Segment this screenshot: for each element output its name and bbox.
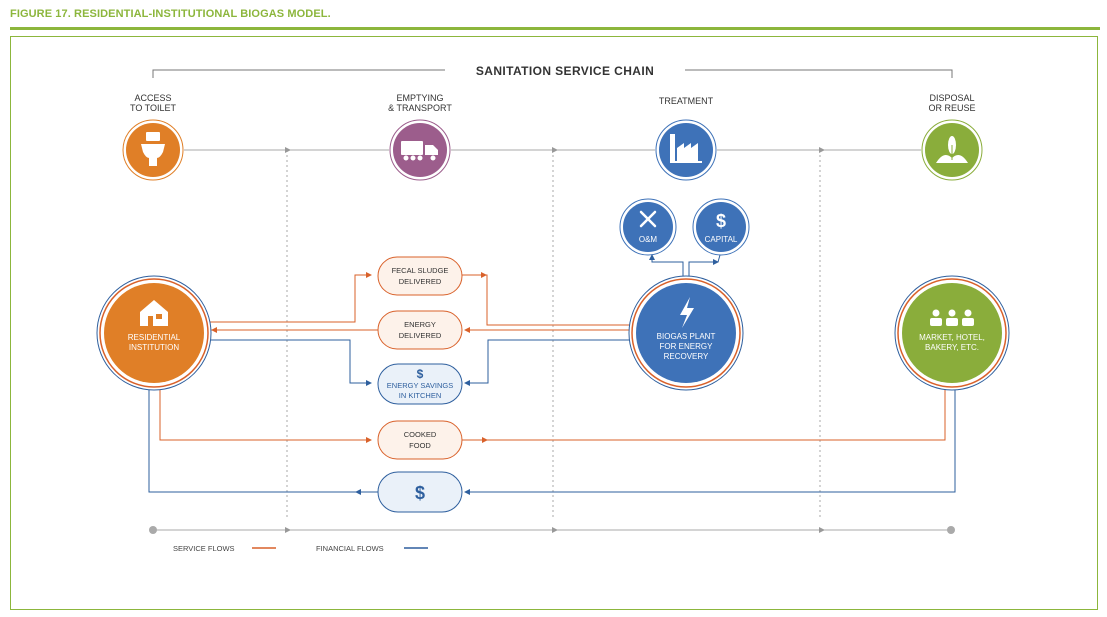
chain-bracket (152, 69, 953, 78)
toilet-icon (141, 132, 165, 166)
truck-icon (401, 141, 438, 161)
actor-market-hotel-bakery: MARKET, HOTEL, BAKERY, ETC. (894, 275, 1010, 391)
stage-label-treatment: TREATMENT (659, 96, 714, 106)
service-flow-lines (159, 272, 946, 443)
stage-dividers (286, 150, 821, 520)
legend-financial-label: FINANCIAL FLOWS (316, 544, 384, 553)
legend-service-label: SERVICE FLOWS (173, 544, 235, 553)
flow-pill-cooked-food: COOKED FOOD (377, 420, 463, 460)
factory-icon (670, 134, 702, 163)
energy-savings-line1: ENERGY SAVINGS (387, 381, 453, 390)
figure-title: FIGURE 17. RESIDENTIAL-INSTITUTIONAL BIO… (10, 8, 331, 20)
energy-savings-dollar: $ (417, 367, 424, 381)
cost-om: O&M (619, 198, 677, 256)
stage-label-disposal-1: DISPOSAL (929, 93, 974, 103)
flow-pill-energy-delivered: ENERGY DELIVERED (377, 310, 463, 350)
title-rule (10, 27, 1100, 30)
timeline-end-dot (947, 526, 955, 534)
lightning-icon (680, 297, 694, 328)
cost-capital-label: CAPITAL (705, 235, 738, 244)
dollar-icon: $ (716, 211, 726, 231)
market-line1: MARKET, HOTEL, (919, 333, 985, 342)
house-icon (140, 300, 168, 326)
fecal-sludge-line2: DELIVERED (399, 277, 442, 286)
plant-icon (936, 136, 968, 163)
actor-biogas-plant: BIOGAS PLANT FOR ENERGY RECOVERY (628, 275, 744, 391)
stage-disposal-reuse (921, 119, 983, 181)
biogas-line3: RECOVERY (664, 352, 709, 361)
cost-om-label: O&M (639, 235, 658, 244)
stage-label-access-2: TO TOILET (130, 103, 177, 113)
residential-line1: RESIDENTIAL (128, 333, 181, 342)
stage-label-access-1: ACCESS (134, 93, 171, 103)
market-line2: BAKERY, ETC. (925, 343, 979, 352)
payment-dollar: $ (415, 483, 425, 503)
stage-label-disposal-2: OR REUSE (928, 103, 975, 113)
cost-capital: $ CAPITAL (692, 198, 750, 256)
cooked-food-line2: FOOD (409, 441, 431, 450)
flow-pill-energy-savings: $ ENERGY SAVINGS IN KITCHEN (377, 363, 463, 405)
energy-delivered-line1: ENERGY (404, 320, 436, 329)
stage-access-to-toilet (122, 119, 184, 181)
energy-savings-line2: IN KITCHEN (399, 391, 442, 400)
stage-emptying-transport (389, 119, 451, 181)
stage-label-emptying-2: & TRANSPORT (388, 103, 452, 113)
actor-residential-institution: RESIDENTIAL INSTITUTION (96, 275, 212, 391)
financial-flow-lines (148, 339, 956, 495)
residential-line2: INSTITUTION (129, 343, 179, 352)
people-icon (930, 309, 974, 326)
figure-frame (10, 36, 1098, 610)
cooked-food-line1: COOKED (404, 430, 437, 439)
tools-icon (639, 210, 657, 228)
timeline-start-dot (149, 526, 157, 534)
stage-treatment (655, 119, 717, 181)
chain-title: SANITATION SERVICE CHAIN (476, 64, 654, 78)
fecal-sludge-line1: FECAL SLUDGE (392, 266, 449, 275)
flow-pill-payment: $ (377, 471, 463, 513)
energy-delivered-line2: DELIVERED (399, 331, 442, 340)
flow-pill-fecal-sludge: FECAL SLUDGE DELIVERED (377, 256, 463, 296)
biogas-line2: FOR ENERGY (660, 342, 714, 351)
stage-label-emptying-1: EMPTYING (396, 93, 443, 103)
cost-flow-lines (649, 254, 721, 276)
biogas-line1: BIOGAS PLANT (657, 332, 716, 341)
